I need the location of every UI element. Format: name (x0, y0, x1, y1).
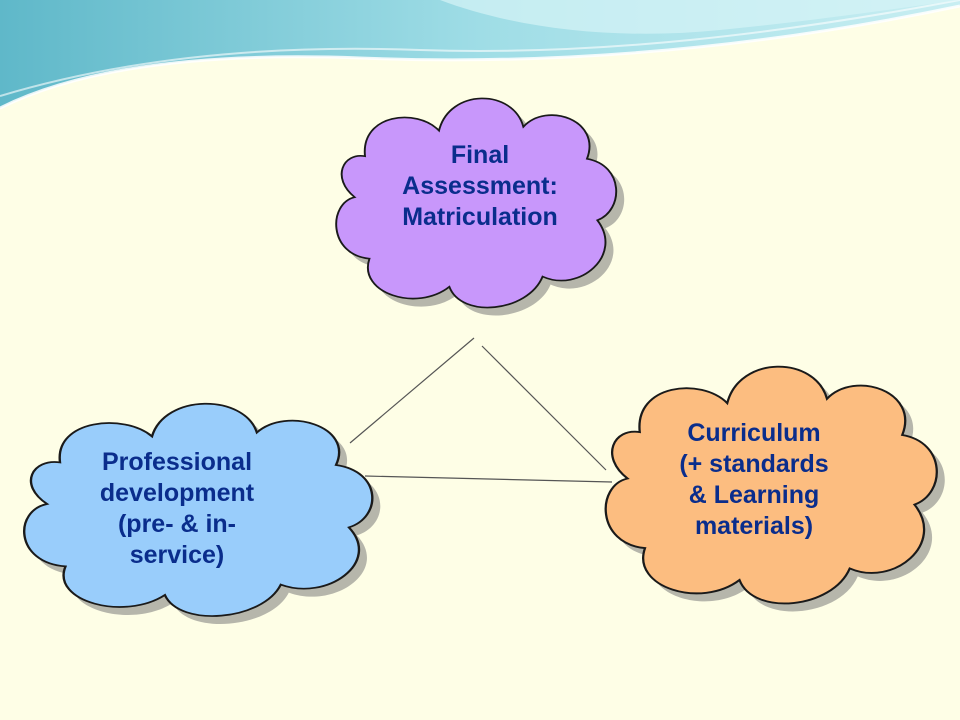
node-label-curriculum: Curriculum (+ standards & Learning mater… (679, 419, 829, 540)
connectors (349, 337, 613, 483)
header-wave (0, 0, 960, 110)
edge-professional-curriculum (364, 475, 613, 483)
edge-assessment-professional (349, 337, 475, 444)
node-label-professional-development: Professional development (pre- & in- ser… (99, 448, 255, 569)
edge-assessment-curriculum (481, 345, 607, 471)
node-label-final-assessment: Final Assessment: Matriculation (402, 141, 558, 231)
